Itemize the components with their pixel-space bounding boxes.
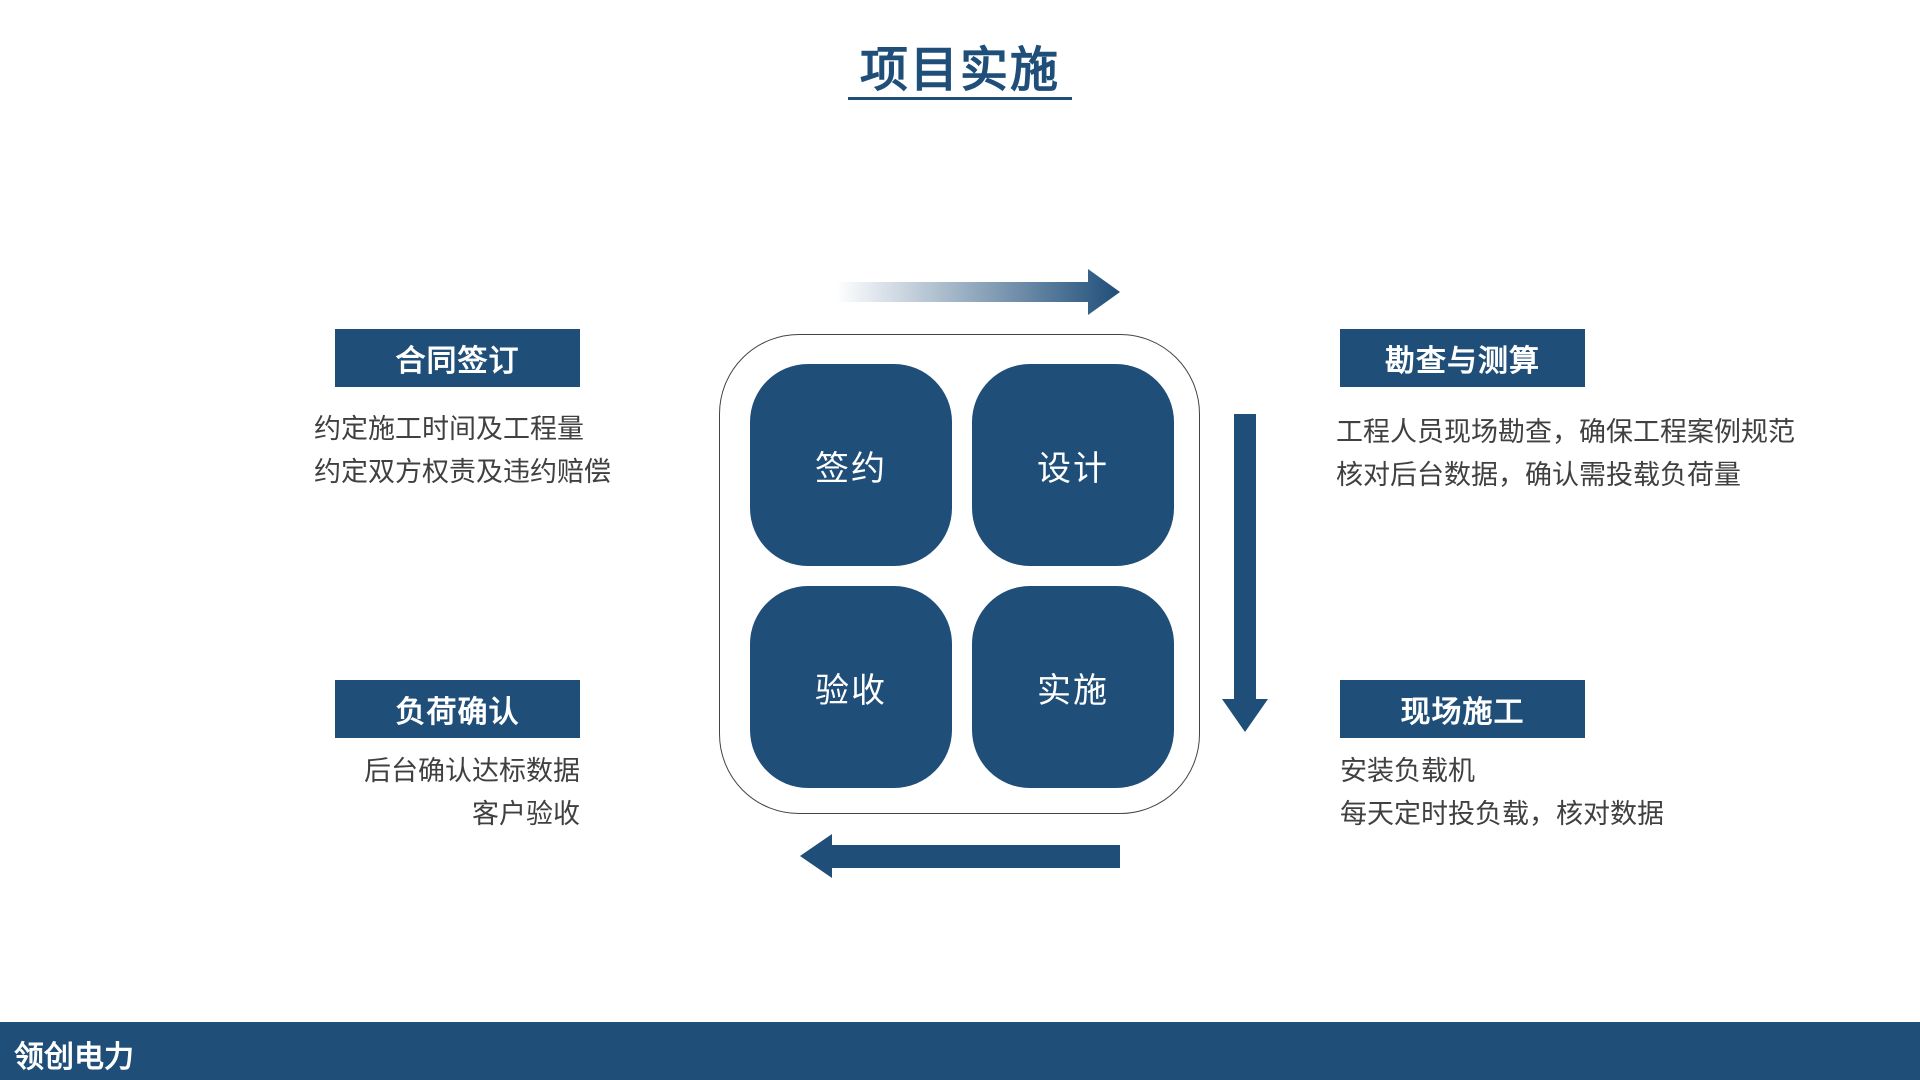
- step-desc-line: 客户验收: [472, 799, 580, 830]
- step-desc-line: 安装负载机: [1340, 756, 1475, 787]
- step-desc-construction: 安装负载机 每天定时投负载，核对数据: [1340, 750, 1664, 836]
- step-label-construction: 现场施工: [1340, 680, 1585, 738]
- step-label-contract: 合同签订: [335, 329, 580, 387]
- arrow-down-icon: [1222, 414, 1268, 732]
- step-label-load-confirm: 负荷确认: [335, 680, 580, 738]
- arrow-left-icon: [800, 834, 1120, 878]
- title-underline: [848, 97, 1072, 100]
- step-label-survey: 勘查与测算: [1340, 329, 1585, 387]
- step-desc-line: 后台确认达标数据: [364, 756, 580, 787]
- step-desc-line: 约定施工时间及工程量: [314, 414, 584, 445]
- tile-implementation: 实施: [972, 586, 1174, 788]
- step-desc-line: 约定双方权责及违约赔偿: [314, 457, 611, 488]
- page-title: 项目实施: [859, 42, 1060, 98]
- step-desc-line: 核对后台数据，确认需投载负荷量: [1336, 460, 1741, 491]
- step-desc-contract: 约定施工时间及工程量 约定双方权责及违约赔偿: [314, 408, 611, 494]
- tile-sign: 签约: [750, 364, 952, 566]
- tile-design: 设计: [972, 364, 1174, 566]
- step-desc-load-confirm: 后台确认达标数据 客户验收: [330, 750, 580, 836]
- step-desc-line: 每天定时投负载，核对数据: [1340, 799, 1664, 830]
- tile-acceptance: 验收: [750, 586, 952, 788]
- brand-name: 领创电力: [14, 1040, 134, 1075]
- step-desc-survey: 工程人员现场勘查，确保工程案例规范 核对后台数据，确认需投载负荷量: [1336, 411, 1795, 497]
- step-desc-line: 工程人员现场勘查，确保工程案例规范: [1336, 417, 1795, 448]
- arrow-right-icon: [836, 269, 1120, 315]
- footer-bar: 领创电力: [0, 1022, 1920, 1080]
- process-frame: [719, 334, 1200, 814]
